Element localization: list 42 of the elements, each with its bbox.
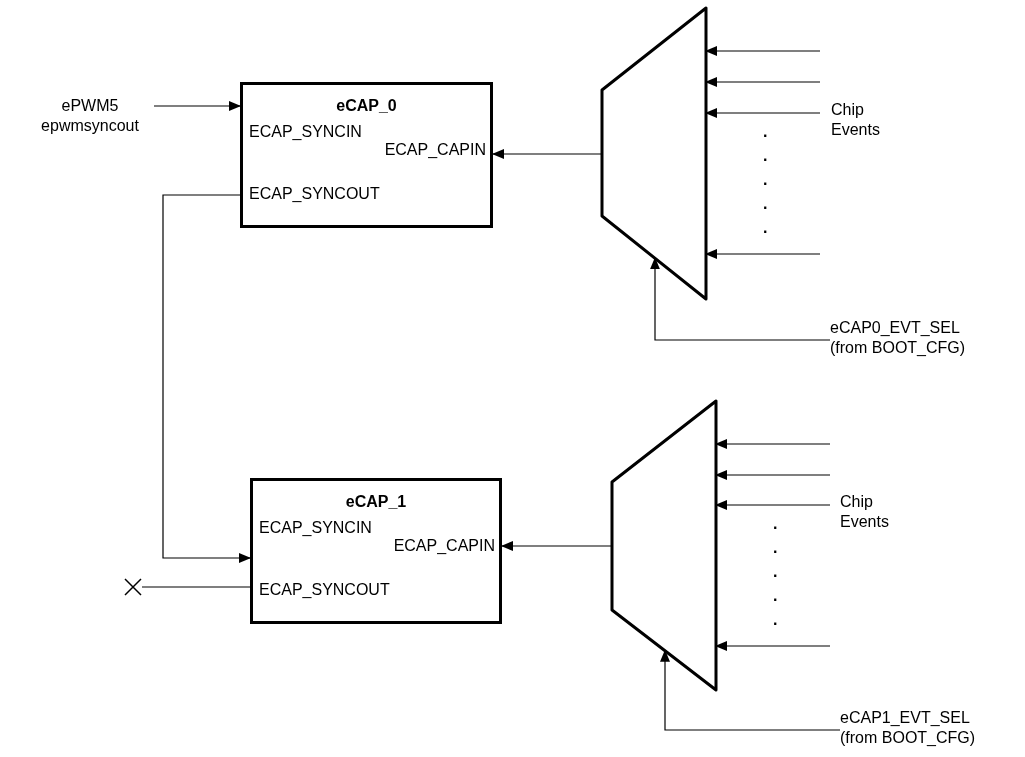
ellipsis-dot: . [773, 562, 778, 582]
multiplexer-shape [602, 8, 707, 300]
ellipsis-dot: . [773, 538, 778, 558]
ellipsis-dot: . [763, 194, 768, 214]
connector-arrow [715, 470, 831, 480]
port-label: ECAP_CAPIN [384, 141, 486, 159]
ellipsis-dot: . [773, 586, 778, 606]
block-title: eCAP_1 [344, 493, 408, 511]
connector-arrow [705, 77, 821, 87]
signal-label: Chip Events [831, 100, 881, 140]
signal-label: ePWM5 epwmsyncout [26, 96, 154, 138]
module-box [250, 478, 502, 624]
port-label: ECAP_SYNCOUT [249, 185, 380, 203]
connector-arrow [715, 641, 831, 651]
port-label: ECAP_SYNCOUT [259, 581, 390, 599]
multiplexer-shape [612, 401, 717, 691]
port-label: ECAP_CAPIN [393, 537, 495, 555]
module-box [240, 82, 493, 228]
signal-label: eCAP1_EVT_SEL (from BOOT_CFG) [840, 708, 1000, 750]
signal-label: Chip Events [840, 492, 890, 532]
connector-arrow [162, 194, 251, 563]
port-label: ECAP_SYNCIN [259, 519, 372, 537]
port-label: ECAP_SYNCIN [249, 123, 362, 141]
signal-label: eCAP0_EVT_SEL (from BOOT_CFG) [830, 318, 990, 360]
connector-arrow [492, 149, 603, 159]
ellipsis-dot: . [763, 170, 768, 190]
ellipsis-dot: . [763, 146, 768, 166]
block-title: eCAP_0 [335, 97, 398, 115]
connector-arrow [705, 249, 821, 259]
connector-arrow [153, 101, 241, 111]
cross-mark [124, 578, 142, 596]
ellipsis-dot: . [773, 610, 778, 630]
connector-arrow [715, 439, 831, 449]
connector-arrow [660, 649, 841, 731]
connector-arrow [705, 108, 821, 118]
ellipsis-dot: . [773, 514, 778, 534]
connector-arrow [715, 500, 831, 510]
ellipsis-dot: . [763, 218, 768, 238]
ellipsis-dot: . [763, 122, 768, 142]
connector-arrow [705, 46, 821, 56]
connector-arrow [650, 257, 831, 341]
connector-arrow [501, 541, 613, 551]
